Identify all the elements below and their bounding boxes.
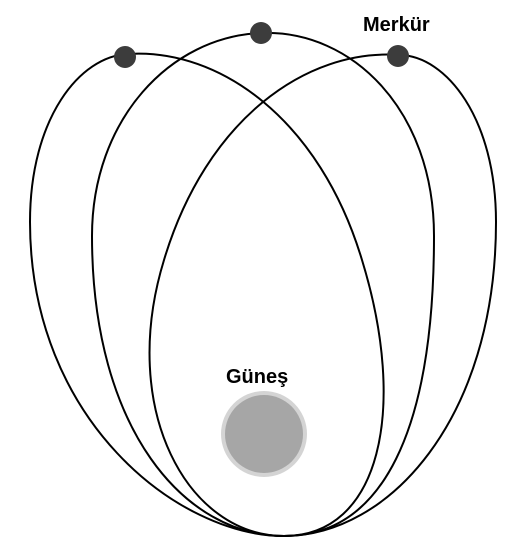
planet-dot-1 (114, 46, 136, 68)
sun-label: Güneş (226, 366, 288, 388)
planet-dot-3 (387, 45, 409, 67)
sun-core (225, 395, 303, 473)
orbit-1 (28, 52, 385, 538)
planet-label: Merkür (363, 14, 430, 36)
planet-dot-2 (250, 22, 272, 44)
orbit-3 (148, 53, 498, 538)
